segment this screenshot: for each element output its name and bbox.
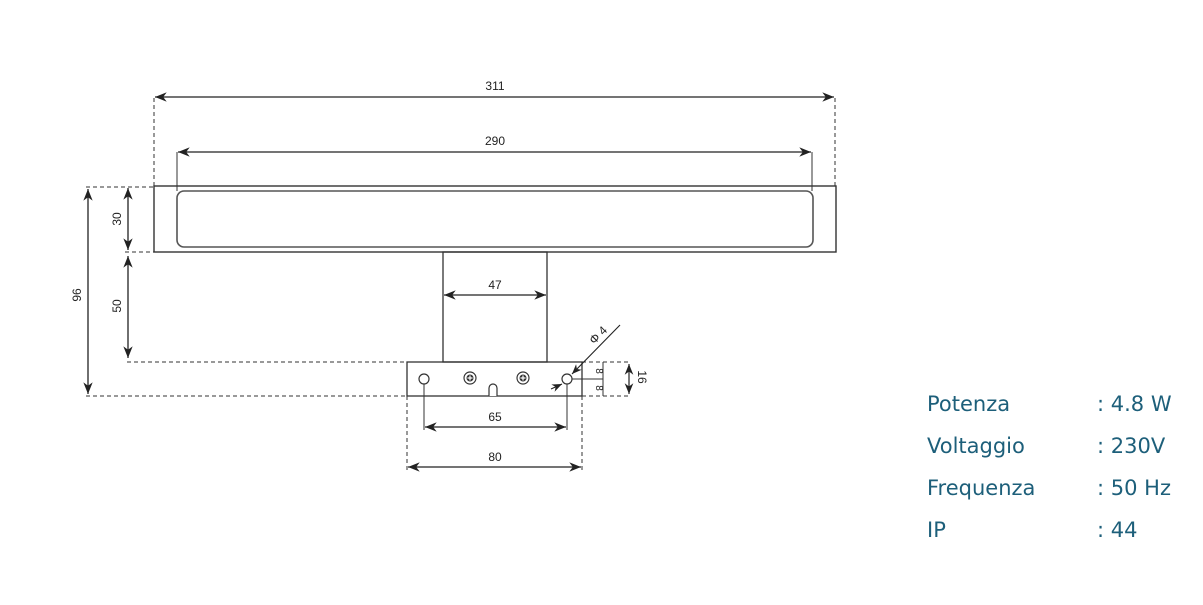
dimension-light-width: 290: [176, 134, 813, 191]
spec-label: Frequenza: [927, 476, 1036, 500]
lamp-arm: [442, 251, 548, 363]
svg-text:311: 311: [485, 79, 504, 93]
spec-row-power: Potenza : 4.8 W: [927, 383, 1172, 425]
dimension-total-height: 96: [70, 189, 93, 394]
specifications-table: Potenza : 4.8 W Voltaggio : 230V Frequen…: [927, 383, 1172, 551]
spec-row-frequency: Frequenza : 50 Hz: [927, 467, 1172, 509]
screw-icon: [463, 371, 477, 385]
spec-value: : 50 Hz: [1097, 476, 1171, 500]
svg-text:Φ 4: Φ 4: [586, 323, 610, 347]
mounting-hole-right: [561, 373, 573, 385]
screw-icon: [516, 371, 530, 385]
spec-row-voltage: Voltaggio : 230V: [927, 425, 1172, 467]
dimension-overall-width: 311: [153, 79, 836, 186]
svg-text:8: 8: [593, 368, 604, 374]
dimension-hole-spacing: 65: [423, 384, 568, 432]
dimension-arm-width: 47: [444, 278, 546, 300]
spec-row-ip: IP : 44: [927, 509, 1172, 551]
spec-label: Voltaggio: [927, 434, 1025, 458]
svg-text:16: 16: [635, 370, 649, 384]
spec-value: : 4.8 W: [1097, 392, 1172, 416]
svg-text:290: 290: [485, 134, 505, 148]
mounting-bracket: [406, 361, 583, 397]
svg-text:30: 30: [110, 212, 124, 226]
lamp-head: [153, 185, 837, 253]
svg-text:65: 65: [488, 410, 502, 424]
spec-label: Potenza: [927, 392, 1011, 416]
dimension-bracket-height: 8 8 16: [572, 361, 649, 397]
mounting-hole-left: [418, 373, 430, 385]
dimension-bracket-width: 80: [406, 396, 583, 472]
technical-drawing: 311 290 30 50 96 47 8 8 16: [70, 79, 837, 472]
spec-value: : 230V: [1097, 434, 1166, 458]
svg-text:47: 47: [488, 278, 502, 292]
dimension-head-height: 30: [110, 188, 133, 250]
svg-text:96: 96: [70, 288, 84, 302]
dimension-arm-height: 50: [110, 256, 133, 358]
svg-text:8: 8: [593, 385, 604, 391]
svg-text:80: 80: [488, 450, 502, 464]
svg-text:50: 50: [110, 299, 124, 313]
spec-value: : 44: [1097, 518, 1138, 542]
spec-label: IP: [927, 518, 946, 542]
